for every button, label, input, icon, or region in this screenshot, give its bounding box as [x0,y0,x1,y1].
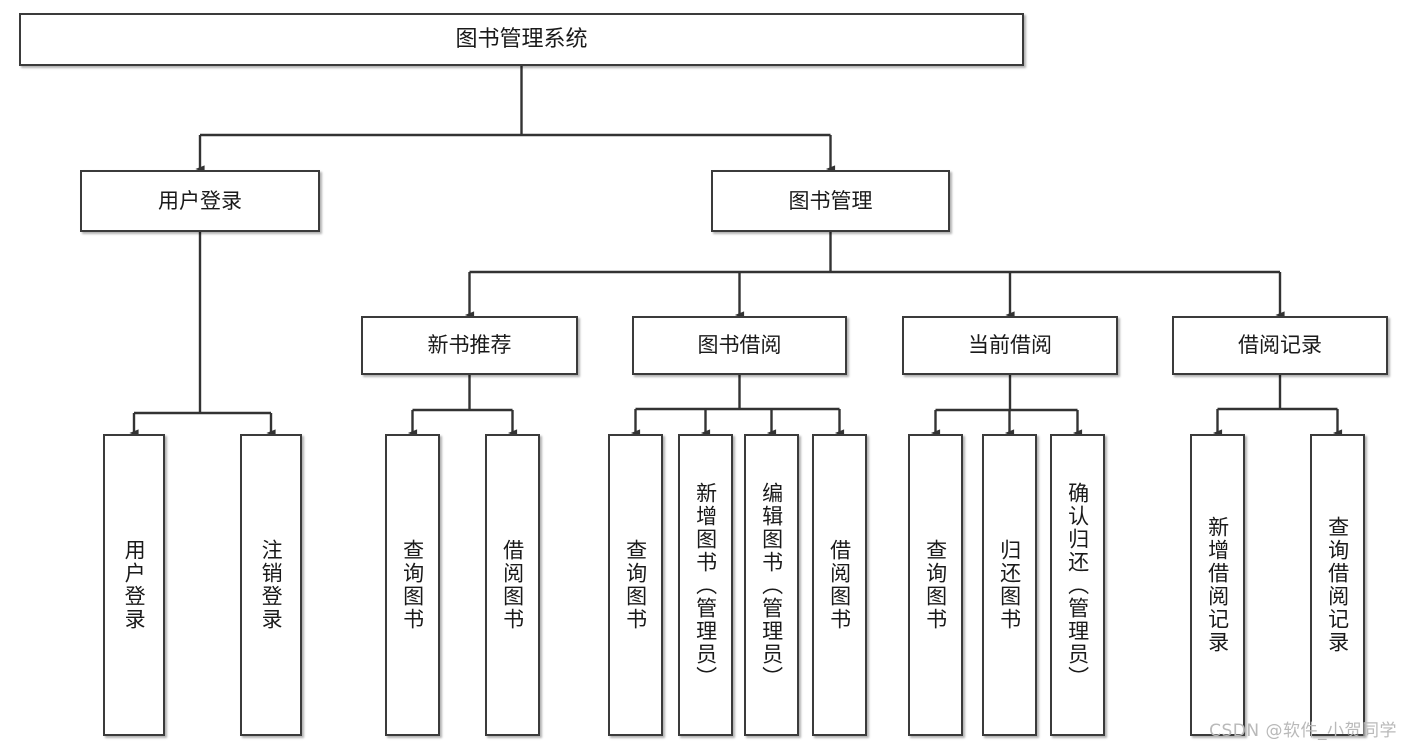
node-label: 用户登录 [158,188,242,213]
node-label: 新增借阅记录 [1205,516,1230,654]
node-leaf-bb-add[interactable]: 新增图书（管理员） [678,434,733,736]
node-label: 注销登录 [259,539,284,631]
node-label: 归还图书 [997,539,1022,631]
node-leaf-bb-borrow[interactable]: 借阅图书 [812,434,867,736]
node-leaf-bb-query[interactable]: 查询图书 [608,434,663,736]
node-label: 当前借阅 [968,333,1052,358]
node-leaf-cb-return[interactable]: 归还图书 [982,434,1037,736]
node-leaf-br-query[interactable]: 查询借阅记录 [1310,434,1365,736]
node-label: 查询图书 [923,539,948,631]
node-new-book-rec[interactable]: 新书推荐 [361,316,578,375]
node-label: 确认归还（管理员） [1065,481,1090,689]
node-label: 查询图书 [623,539,648,631]
node-current-borrow[interactable]: 当前借阅 [902,316,1118,375]
node-label: 编辑图书（管理员） [759,481,784,689]
node-leaf-bb-edit[interactable]: 编辑图书（管理员） [744,434,799,736]
node-leaf-user-login[interactable]: 用户登录 [103,434,165,736]
node-leaf-cb-confirm[interactable]: 确认归还（管理员） [1050,434,1105,736]
node-user-login[interactable]: 用户登录 [80,170,320,232]
node-label: 借阅图书 [827,539,852,631]
node-leaf-rec-borrow[interactable]: 借阅图书 [485,434,540,736]
node-label: 用户登录 [122,539,147,631]
watermark: CSDN @软件_小贺同学 [1209,721,1397,741]
node-label: 新书推荐 [427,333,512,358]
node-label: 图书借阅 [697,333,782,358]
node-label: 借阅记录 [1238,333,1322,358]
node-label: 查询图书 [400,539,425,631]
node-leaf-logout[interactable]: 注销登录 [240,434,302,736]
node-label: 新增图书（管理员） [693,481,718,689]
node-book-borrow[interactable]: 图书借阅 [632,316,847,375]
node-book-manage[interactable]: 图书管理 [711,170,950,232]
node-leaf-cb-query[interactable]: 查询图书 [908,434,963,736]
node-label: 图书管理系统 [455,26,588,52]
node-root[interactable]: 图书管理系统 [19,13,1024,66]
node-borrow-record[interactable]: 借阅记录 [1172,316,1388,375]
node-label: 图书管理 [788,188,873,213]
node-label: 借阅图书 [500,539,525,631]
node-leaf-rec-query[interactable]: 查询图书 [385,434,440,736]
node-label: 查询借阅记录 [1325,516,1350,654]
node-leaf-br-add[interactable]: 新增借阅记录 [1190,434,1245,736]
